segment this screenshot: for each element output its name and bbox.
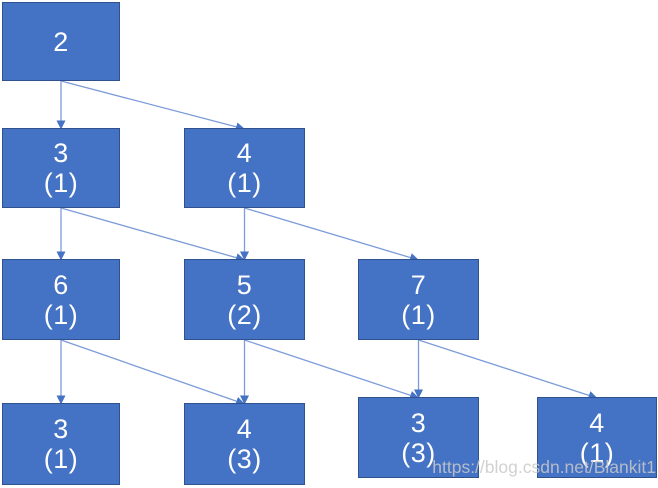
tree-node-4-3: 4(3) bbox=[184, 403, 305, 485]
connector-line-n7-n4c bbox=[418, 339, 598, 400]
connector-line-n6-n4b bbox=[60, 339, 245, 406]
node-count: (3) bbox=[227, 444, 262, 474]
node-value: 6 bbox=[53, 269, 69, 300]
node-count: (1) bbox=[227, 168, 262, 198]
node-value: 5 bbox=[236, 269, 253, 300]
node-value: 2 bbox=[53, 26, 69, 57]
tree-node-2: 2 bbox=[2, 2, 120, 81]
tree-node-7-1: 7(1) bbox=[358, 259, 479, 340]
node-count: (2) bbox=[227, 299, 262, 330]
tree-node-6-1: 6(1) bbox=[2, 259, 120, 340]
node-value: 4 bbox=[589, 407, 605, 438]
tree-node-3-1: 3(1) bbox=[2, 403, 120, 485]
tree-node-4-1: 4(1) bbox=[184, 128, 305, 208]
connector-line-n5-n3c bbox=[244, 339, 419, 400]
connector-lines bbox=[56, 80, 598, 406]
node-count: (1) bbox=[579, 437, 615, 468]
node-count: (1) bbox=[43, 168, 79, 198]
node-value: 3 bbox=[53, 138, 69, 168]
tree-node-5-2: 5(2) bbox=[184, 259, 305, 340]
connector-line-n4-n7 bbox=[244, 207, 419, 262]
tree-node-3-1: 3(1) bbox=[2, 128, 120, 208]
node-count: (1) bbox=[43, 444, 79, 474]
connector-line-n2-n4 bbox=[60, 80, 245, 132]
node-value: 4 bbox=[236, 138, 253, 168]
tree-node-4-1: 4(1) bbox=[537, 397, 657, 478]
tree-node-3-3: 3(3) bbox=[358, 397, 479, 478]
node-count: (1) bbox=[401, 299, 436, 330]
node-value: 3 bbox=[410, 407, 427, 438]
connector-line-n3-n5 bbox=[60, 207, 245, 263]
node-value: 3 bbox=[53, 414, 69, 444]
node-value: 7 bbox=[410, 269, 427, 300]
node-count: (3) bbox=[401, 437, 436, 468]
node-value: 4 bbox=[236, 414, 253, 444]
node-count: (1) bbox=[43, 299, 79, 330]
